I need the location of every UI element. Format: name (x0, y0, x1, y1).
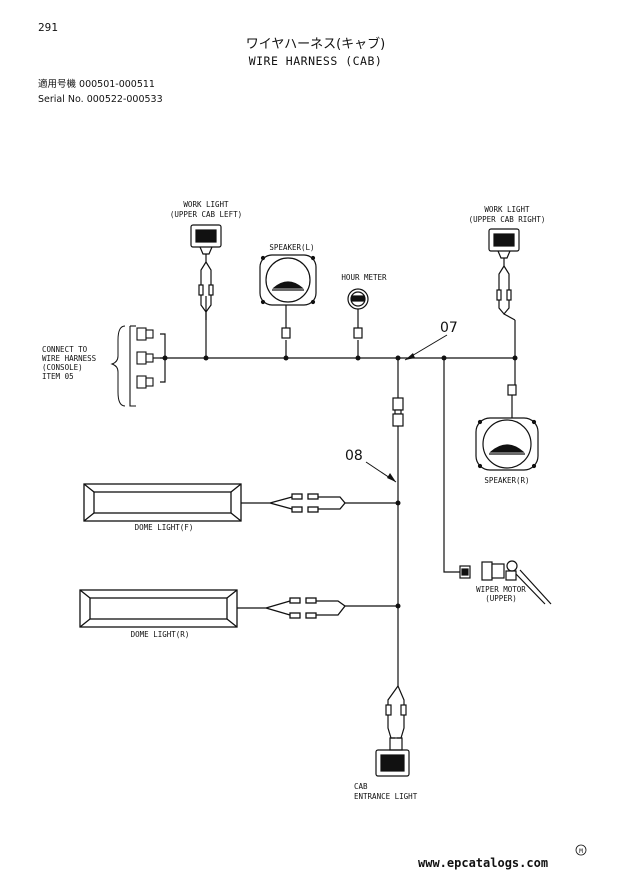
wiper-motor-icon (459, 560, 552, 605)
page-number: 291 (38, 21, 58, 34)
speaker-right-icon (475, 384, 539, 471)
callout-07-label: 07 (440, 320, 458, 336)
callout-07 (404, 334, 448, 361)
speaker-left-icon (259, 254, 317, 339)
connect-to-label-1: CONNECT TO (42, 345, 88, 354)
registered-mark-letter: M (579, 848, 583, 855)
wiper-motor-label-1: WIPER MOTOR (476, 585, 526, 594)
speaker-right-label: SPEAKER(R) (484, 476, 529, 485)
dome-light-front-icon (83, 483, 346, 522)
page-title-en: WIRE HARNESS (CAB) (248, 54, 383, 68)
dome-light-rear-label: DOME LIGHT(R) (131, 630, 190, 639)
hour-meter-label: HOUR METER (341, 273, 387, 282)
registered-mark-icon (575, 844, 587, 856)
callout-08-label: 08 (345, 448, 363, 464)
connect-to-label-3: (CONSOLE) (42, 363, 83, 372)
console-connectors (129, 325, 154, 407)
junction-dots (162, 355, 518, 609)
work-light-right-label-2: (UPPER CAB RIGHT) (469, 215, 546, 224)
cab-entrance-label-2: ENTRANCE LIGHT (354, 792, 418, 801)
work-light-right-icon (488, 228, 520, 321)
dome-light-front-label: DOME LIGHT(F) (135, 523, 194, 532)
connect-to-label-2: WIRE HARNESS (42, 354, 97, 363)
wiper-branch-wire (443, 358, 460, 573)
work-light-left-label-2: (UPPER CAB LEFT) (170, 210, 242, 219)
connect-brace (110, 325, 126, 407)
connect-to-label-4: ITEM 05 (42, 372, 74, 381)
dome-light-rear-icon (79, 589, 346, 628)
callout-08 (365, 461, 397, 483)
wiper-motor-label-2: (UPPER) (485, 594, 517, 603)
branch-08-connector (392, 397, 404, 427)
work-light-left-icon (190, 224, 222, 320)
page-title-jp: ワイヤハーネス(キャブ) (245, 37, 386, 52)
serial-number-line: Serial No. 000522-000533 (38, 94, 163, 105)
applicability-line: 適用号機 000501-000511 (38, 79, 155, 90)
watermark-link[interactable]: www.epcatalogs.com (418, 856, 549, 870)
cab-entrance-light-icon (375, 685, 410, 777)
speaker-left-label: SPEAKER(L) (269, 243, 314, 252)
work-light-left-label-1: WORK LIGHT (183, 200, 229, 209)
hour-meter-icon (347, 288, 369, 339)
cab-entrance-label-1: CAB (354, 782, 368, 791)
work-light-right-label-1: WORK LIGHT (484, 205, 530, 214)
